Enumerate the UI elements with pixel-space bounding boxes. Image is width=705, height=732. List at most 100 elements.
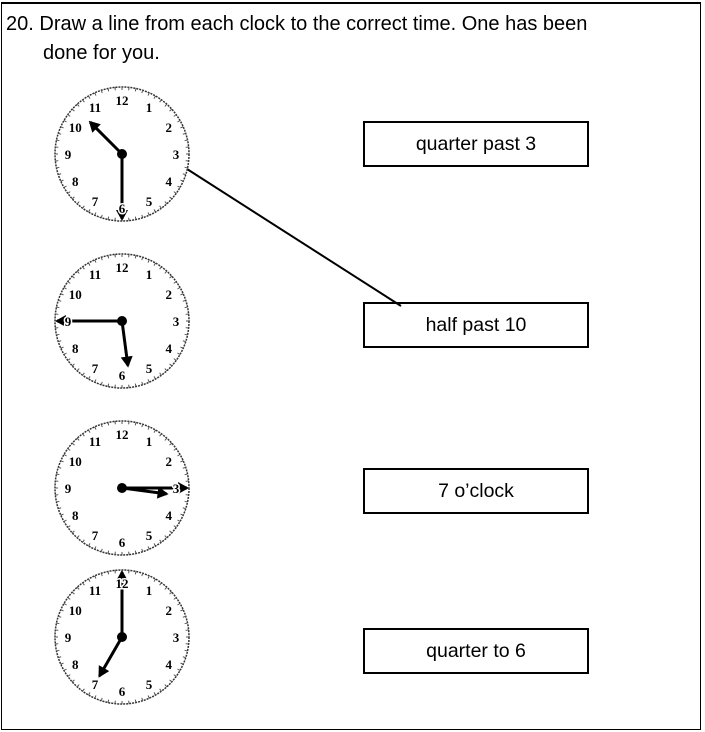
clock-tick — [182, 173, 186, 176]
clock-tick — [134, 422, 137, 426]
clock-tick — [177, 668, 181, 671]
answer-box-half-past-10[interactable]: half past 10 — [363, 302, 589, 348]
clock-tick — [134, 216, 137, 220]
clock-tick — [63, 120, 67, 123]
clock-tick — [100, 548, 103, 552]
clock-tick — [159, 688, 162, 692]
clock-number: 9 — [65, 314, 72, 329]
clock-tick — [107, 255, 110, 259]
clock-tick — [88, 95, 91, 99]
answer-box-quarter-to-6[interactable]: quarter to 6 — [363, 628, 589, 674]
clock-tick — [63, 603, 67, 606]
clock-number: 12 — [116, 576, 129, 591]
clock-number: 2 — [166, 603, 173, 618]
clock-tick — [76, 586, 80, 590]
clock-tick — [71, 108, 75, 112]
clock-tick — [67, 597, 71, 600]
clock-tick — [184, 473, 188, 476]
clock-tick — [182, 132, 186, 135]
minute-hand-arrow-icon — [178, 482, 189, 494]
clock-center — [117, 483, 127, 493]
clock-number: 11 — [89, 100, 101, 115]
clock-tick — [147, 379, 150, 383]
clock-tick — [88, 429, 91, 433]
clock-number: 4 — [166, 657, 173, 672]
clock-tick — [100, 257, 103, 261]
clock-number: 6 — [119, 684, 126, 699]
answer-box-7-oclock[interactable]: 7 o’clock — [363, 468, 589, 514]
clock-tick — [169, 108, 173, 112]
clock-tick — [71, 591, 75, 595]
clock-number: 9 — [65, 147, 72, 162]
clock-tick — [134, 383, 137, 387]
answer-box-quarter-past-3[interactable]: quarter past 3 — [363, 121, 589, 167]
clock-tick — [169, 196, 173, 200]
clock-tick — [173, 114, 177, 117]
clock-tick — [184, 622, 188, 625]
clock-tick — [107, 550, 110, 554]
clock-tick — [107, 699, 110, 703]
clock-tick — [169, 275, 173, 279]
clock-number: 6 — [119, 368, 126, 383]
clock-number: 7 — [92, 194, 99, 209]
clock-tick — [164, 684, 168, 688]
clock-tick — [88, 578, 91, 582]
clock-tick — [76, 368, 80, 372]
clock-tick — [58, 615, 62, 618]
clock-tick — [107, 383, 110, 387]
clock-tick — [58, 299, 62, 302]
clock-tick — [107, 216, 110, 220]
minute-hand-arrow-icon — [116, 570, 128, 581]
clock-tick — [82, 99, 85, 103]
clock-tick — [56, 622, 60, 625]
clock-tick — [147, 575, 150, 579]
answer-label: half past 10 — [425, 313, 527, 336]
clock-number: 7 — [92, 361, 99, 376]
clock-tick — [56, 500, 60, 503]
clock-tick — [60, 513, 64, 516]
minute-hand-arrow-icon — [55, 315, 66, 327]
clock-tick — [82, 372, 85, 376]
clock-number: 6 — [119, 535, 126, 550]
clock-tick — [134, 571, 137, 575]
clock-tick — [60, 346, 64, 349]
clock-number: 10 — [69, 287, 82, 302]
clock-tick — [182, 299, 186, 302]
clock-number: 5 — [146, 194, 153, 209]
clock-tick — [56, 139, 60, 142]
clock-tick — [58, 173, 62, 176]
clock-number: 3 — [173, 630, 180, 645]
clock-tick — [159, 266, 162, 270]
clock-tick — [184, 139, 188, 142]
clock-number: 1 — [146, 434, 153, 449]
clock-tick — [71, 530, 75, 534]
clock-tick — [164, 368, 168, 372]
clock-number: 12 — [116, 427, 129, 442]
clock-tick — [100, 573, 103, 577]
clock-tick — [164, 103, 168, 107]
clock-tick — [141, 424, 144, 428]
clock-tick — [60, 179, 64, 182]
clock-tick — [67, 674, 71, 677]
clock-tick — [153, 429, 156, 433]
clock-tick — [173, 525, 177, 528]
clock-tick — [94, 546, 97, 550]
clock-center — [117, 316, 127, 326]
clock-tick — [82, 539, 85, 543]
answer-label: quarter past 3 — [415, 132, 537, 155]
clock-tick — [56, 649, 60, 652]
clock-tick — [180, 513, 184, 516]
clock-tick — [63, 519, 67, 522]
clock-tick — [100, 381, 103, 385]
clock-tick — [94, 426, 97, 430]
clock-number: 2 — [166, 287, 173, 302]
clock-tick — [164, 270, 168, 274]
clock-tick — [153, 95, 156, 99]
clock-tick — [58, 656, 62, 659]
